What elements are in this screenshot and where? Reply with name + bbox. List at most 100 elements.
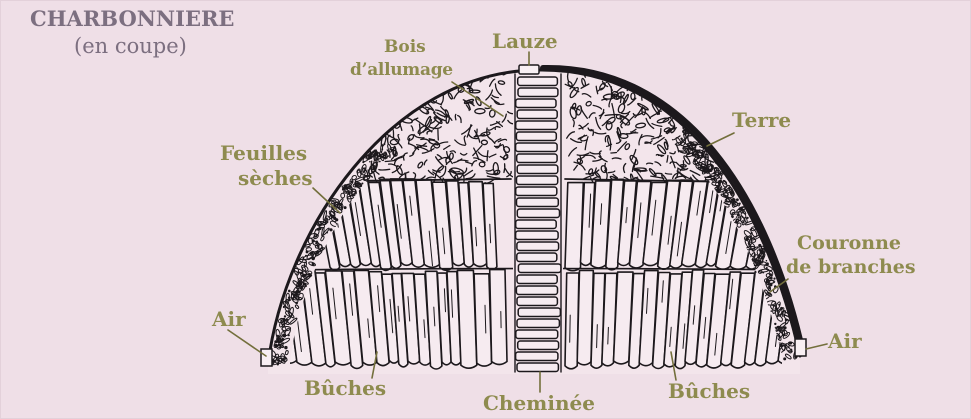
kindling-twig [701,132,710,134]
label-bois: Bois [384,39,426,56]
kindling-twig [371,106,381,110]
label-de-branches: de branches [786,258,916,277]
dry-leaf [762,255,764,257]
dry-leaf [295,293,298,296]
kindling-twig [710,87,719,92]
dry-leaf [770,283,773,286]
chimney-brick [517,363,558,372]
kindling-twig [377,131,380,136]
kindling-twig [690,82,699,93]
kindling-twig [696,122,702,125]
kindling-twig [460,73,461,81]
kindling-twig [679,81,688,82]
dry-leaf [736,216,738,218]
dry-leaf [315,242,318,245]
kindling-twig [414,84,421,93]
kindling-twig [697,98,706,104]
chimney-brick [517,319,559,328]
kindling-twig [434,86,439,88]
chimney-brick [516,231,559,240]
dry-leaf [351,180,354,183]
kindling-twig [707,75,713,77]
dry-leaf [680,138,682,140]
diagram-subtitle: (en coupe) [74,36,187,57]
chimney-brick [516,330,558,339]
chimney-brick [517,209,559,218]
kindling-twig [389,106,400,116]
kindling-twig [369,88,380,91]
kindling-twig [377,89,386,94]
kindling-twig [409,90,414,102]
kindling-twig [695,70,705,76]
kindling-twig [674,91,685,93]
label-buches-right: Bûches [668,381,750,401]
label-feuilles: Feuilles [220,143,307,163]
wood-grain [570,315,571,342]
dry-leaf [308,273,311,276]
dry-leaf [783,357,786,360]
log [803,270,827,369]
kindling-twig [414,97,425,102]
kindling-twig [376,88,377,99]
label-cheminee: Cheminée [483,393,595,413]
kindling-twig [375,120,388,132]
label-terre: Terre [732,110,791,130]
chimney-brick [517,242,559,251]
chimney-brick [517,165,558,174]
kindling-twig [403,95,412,102]
kindling-twig [698,82,706,89]
wood-grain [608,327,609,344]
kindling-twig [368,116,376,123]
wood-grain [597,325,598,348]
label-seches: sèches [238,168,313,188]
kindling-twig [662,96,670,101]
kindling-twig [709,129,717,136]
kindling-twig [674,86,684,89]
chimney-brick [516,121,558,130]
kindling-twig [365,131,377,138]
kindling-twig [705,82,711,91]
log [490,270,507,365]
kindling-twig [712,129,717,134]
chimney-brick [517,110,557,119]
kindling-twig [401,98,405,104]
kindling-twig [711,84,719,97]
dry-leaf [773,278,775,280]
kindling-twig [379,169,390,170]
kindling-twig [693,100,702,107]
kindling-twig [709,124,715,127]
kindling-twig [699,87,705,88]
air-vent-left [261,349,272,366]
diagram-title: CHARBONNIERE [30,8,234,29]
kindling-twig [680,94,689,101]
dry-leaf [379,161,381,163]
kindling-twig [380,95,389,105]
kindling-twig [689,88,691,94]
kindling-twig [376,134,382,136]
wood-grain [774,209,779,231]
label-couronne: Couronne [797,234,901,253]
kindling-twig [628,74,634,79]
wood-grain [813,315,816,339]
kindling-twig [455,114,456,119]
kindling-twig [657,87,666,93]
kindling-twig [405,105,408,113]
dry-leaf [751,232,753,234]
kindling-twig [685,75,689,84]
chimney-brick [517,297,557,306]
kindling-twig [701,82,706,85]
dry-leaf [295,302,298,305]
dry-leaf [305,255,307,257]
kindling-twig [446,80,451,90]
chimney-brick [518,341,559,350]
label-buches-left: Bûches [304,378,386,398]
dry-leaf [344,206,347,209]
kindling-twig [696,94,699,100]
chimney-brick [518,308,560,317]
kindling-twig [388,80,395,89]
chimney-brick [517,154,557,163]
kindling-twig [404,92,415,97]
dry-leaf [778,304,780,306]
kindling-twig [709,106,713,117]
